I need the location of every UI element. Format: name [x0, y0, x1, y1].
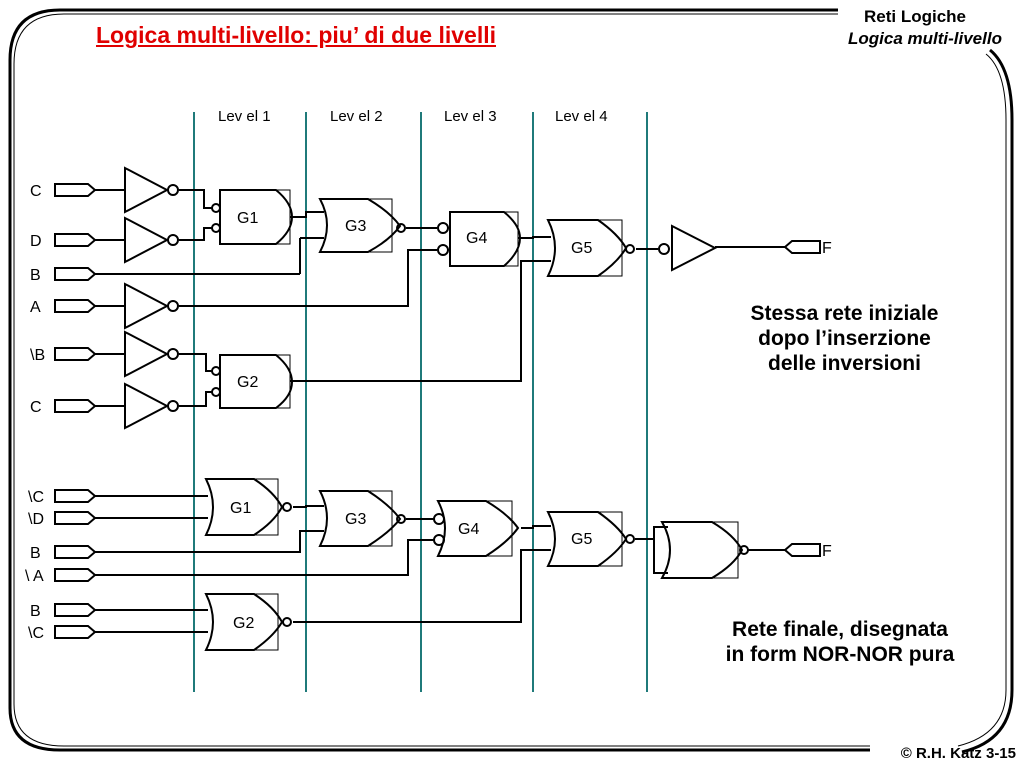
input-label: \B	[30, 347, 45, 364]
level-label-2: Lev el 2	[330, 108, 383, 125]
output-pin	[783, 543, 821, 557]
gate-label: G1	[237, 210, 258, 227]
gate-label: G3	[345, 218, 366, 235]
footer-credit: © R.H. Katz 3-15	[900, 745, 1016, 762]
gate-label: G4	[458, 521, 479, 538]
level-label-3: Lev el 3	[444, 108, 497, 125]
output-label: F	[822, 543, 832, 560]
gate-label: G2	[237, 374, 258, 391]
top-input-pins	[54, 183, 97, 413]
inverter	[124, 216, 170, 264]
input-pin	[54, 299, 97, 313]
input-label: A	[30, 299, 41, 316]
inverter	[124, 282, 170, 330]
input-pin	[54, 183, 97, 197]
top-inverters	[124, 166, 718, 430]
input-label: B	[30, 545, 41, 562]
output-buffer	[671, 224, 718, 272]
gate-g4	[436, 500, 520, 557]
top-network-caption: Stessa rete iniziale dopo l’inserzione d…	[712, 301, 977, 376]
gate-g4	[449, 211, 522, 267]
input-pin	[54, 489, 97, 503]
input-pin	[54, 511, 97, 525]
caption-line: dopo l’inserzione	[758, 327, 931, 350]
input-label: B	[30, 267, 41, 284]
input-pin	[54, 347, 97, 361]
gate-label: G1	[230, 500, 251, 517]
gate-g5	[546, 219, 628, 277]
gate-g1	[219, 189, 294, 245]
output-pin	[783, 240, 821, 254]
input-label: \C	[28, 489, 44, 506]
level-label-1: Lev el 1	[218, 108, 271, 125]
input-pin	[54, 568, 97, 582]
inverter	[124, 166, 170, 214]
gate-g3	[318, 198, 402, 253]
input-label: C	[30, 399, 42, 416]
slide-title: Logica multi-livello: piu’ di due livell…	[96, 22, 496, 48]
level-lines	[193, 112, 648, 692]
input-label: \C	[28, 625, 44, 642]
bottom-input-pins	[54, 489, 97, 639]
input-label: C	[30, 183, 42, 200]
header-course: Reti Logiche	[863, 7, 966, 26]
input-label: \ A	[25, 568, 44, 585]
caption-line: delle inversioni	[768, 352, 921, 375]
input-pin	[54, 233, 97, 247]
gate-label: G5	[571, 531, 592, 548]
caption-line: Stessa rete iniziale	[750, 302, 939, 325]
bottom-network-caption: Rete finale, disegnata in form NOR-NOR p…	[690, 617, 990, 667]
level-label-4: Lev el 4	[555, 108, 608, 125]
gate-label: G4	[466, 230, 487, 247]
gate-label: G3	[345, 511, 366, 528]
input-label: \D	[28, 511, 44, 528]
gate-label: G2	[233, 615, 254, 632]
final-nor-gate	[660, 521, 744, 579]
inverter	[124, 382, 170, 430]
bottom-wires	[95, 495, 785, 633]
top-wires	[95, 189, 785, 407]
output-label: F	[822, 240, 832, 257]
input-label: B	[30, 603, 41, 620]
input-pin	[54, 603, 97, 617]
gate-label: G5	[571, 240, 592, 257]
input-pin	[54, 625, 97, 639]
top-network	[54, 166, 821, 430]
gate-g3	[318, 490, 402, 547]
top-gates	[211, 189, 635, 409]
gate-g1	[204, 478, 284, 536]
input-pin	[54, 267, 97, 281]
gate-g2	[204, 593, 284, 651]
input-pin	[54, 545, 97, 559]
caption-line: Rete finale, disegnata	[732, 618, 948, 641]
input-pin	[54, 399, 97, 413]
bottom-network	[54, 478, 821, 651]
inverter	[124, 330, 170, 378]
input-label: D	[30, 233, 42, 250]
gate-g5	[546, 511, 628, 567]
gate-g2	[219, 354, 294, 409]
caption-line: in form NOR-NOR pura	[725, 643, 955, 666]
header-topic: Logica multi-livello	[848, 29, 1002, 48]
bottom-gates	[204, 478, 749, 651]
